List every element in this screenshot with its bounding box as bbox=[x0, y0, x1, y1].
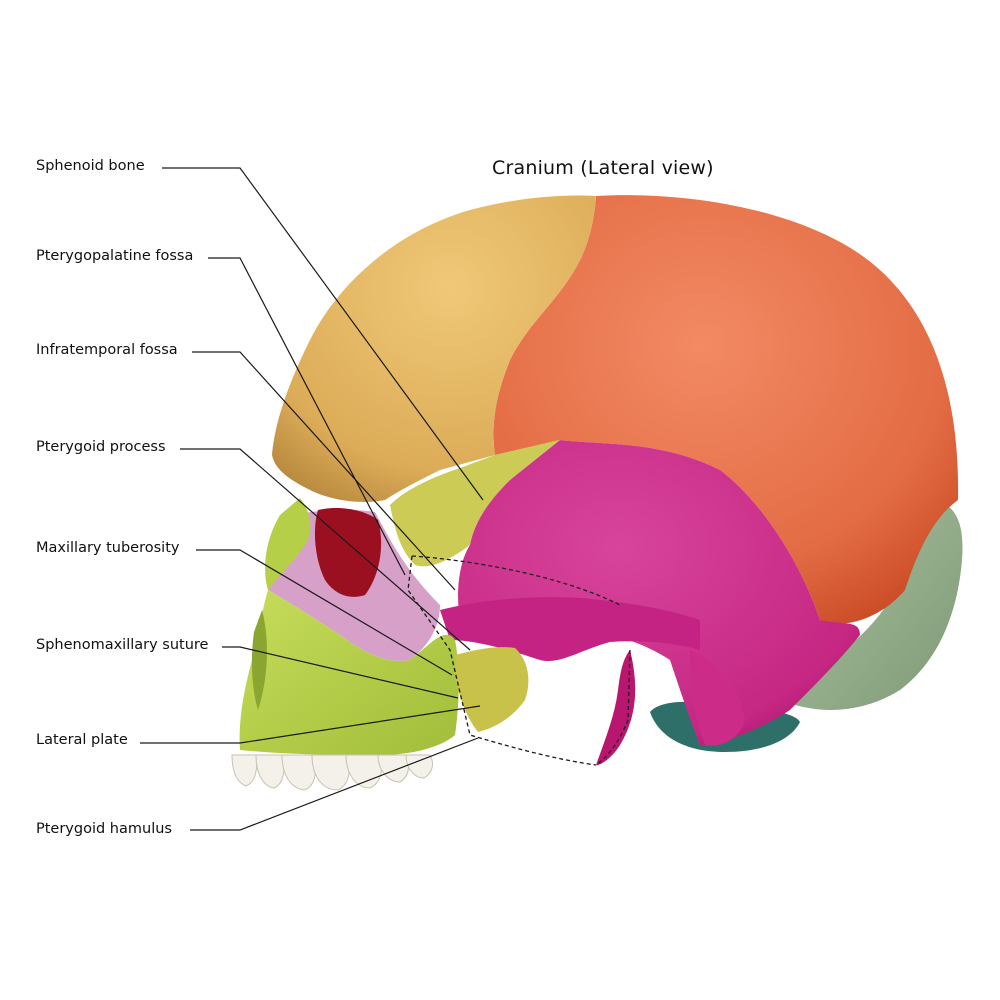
teeth-row bbox=[231, 754, 433, 791]
infratemporal-outline bbox=[407, 555, 631, 766]
nasal-aperture bbox=[251, 610, 267, 710]
pterygoid-lateral-plate bbox=[455, 647, 529, 732]
label-pterygoid-process: Pterygoid process bbox=[36, 439, 166, 455]
leader-line-sphenomaxillary-suture bbox=[222, 646, 459, 699]
diagram-title: Cranium (Lateral view) bbox=[492, 157, 714, 179]
leader-line-lateral-plate bbox=[140, 705, 481, 744]
label-sphenoid-bone: Sphenoid bone bbox=[36, 158, 145, 174]
orbit-cavity bbox=[314, 508, 382, 597]
label-pterygoid-hamulus: Pterygoid hamulus bbox=[36, 821, 172, 837]
mastoid-process bbox=[690, 650, 745, 746]
temporal-bone bbox=[458, 440, 860, 745]
label-sphenomaxillary-suture: Sphenomaxillary suture bbox=[36, 637, 209, 653]
label-pterygopalatine-fossa: Pterygopalatine fossa bbox=[36, 248, 194, 264]
frontal-bone bbox=[272, 195, 596, 502]
leader-line-maxillary-tuberosity bbox=[196, 549, 453, 676]
leader-line-pterygoid-process bbox=[180, 448, 471, 651]
leader-line-sphenoid-bone bbox=[162, 167, 484, 501]
sphenoid-greater-wing bbox=[390, 440, 560, 567]
leader-lines bbox=[140, 167, 484, 831]
label-maxillary-tuberosity: Maxillary tuberosity bbox=[36, 540, 180, 556]
parietal-bone bbox=[493, 195, 959, 624]
zygomatic-arch bbox=[440, 597, 700, 661]
label-infratemporal-fossa: Infratemporal fossa bbox=[36, 342, 178, 358]
styloid-process bbox=[596, 650, 636, 766]
leader-line-pterygoid-hamulus bbox=[190, 737, 479, 831]
leader-line-infratemporal-fossa bbox=[192, 351, 456, 591]
label-lateral-plate: Lateral plate bbox=[36, 732, 128, 748]
leader-line-pterygopalatine-fossa bbox=[208, 257, 406, 576]
nasal-bone bbox=[265, 498, 311, 590]
